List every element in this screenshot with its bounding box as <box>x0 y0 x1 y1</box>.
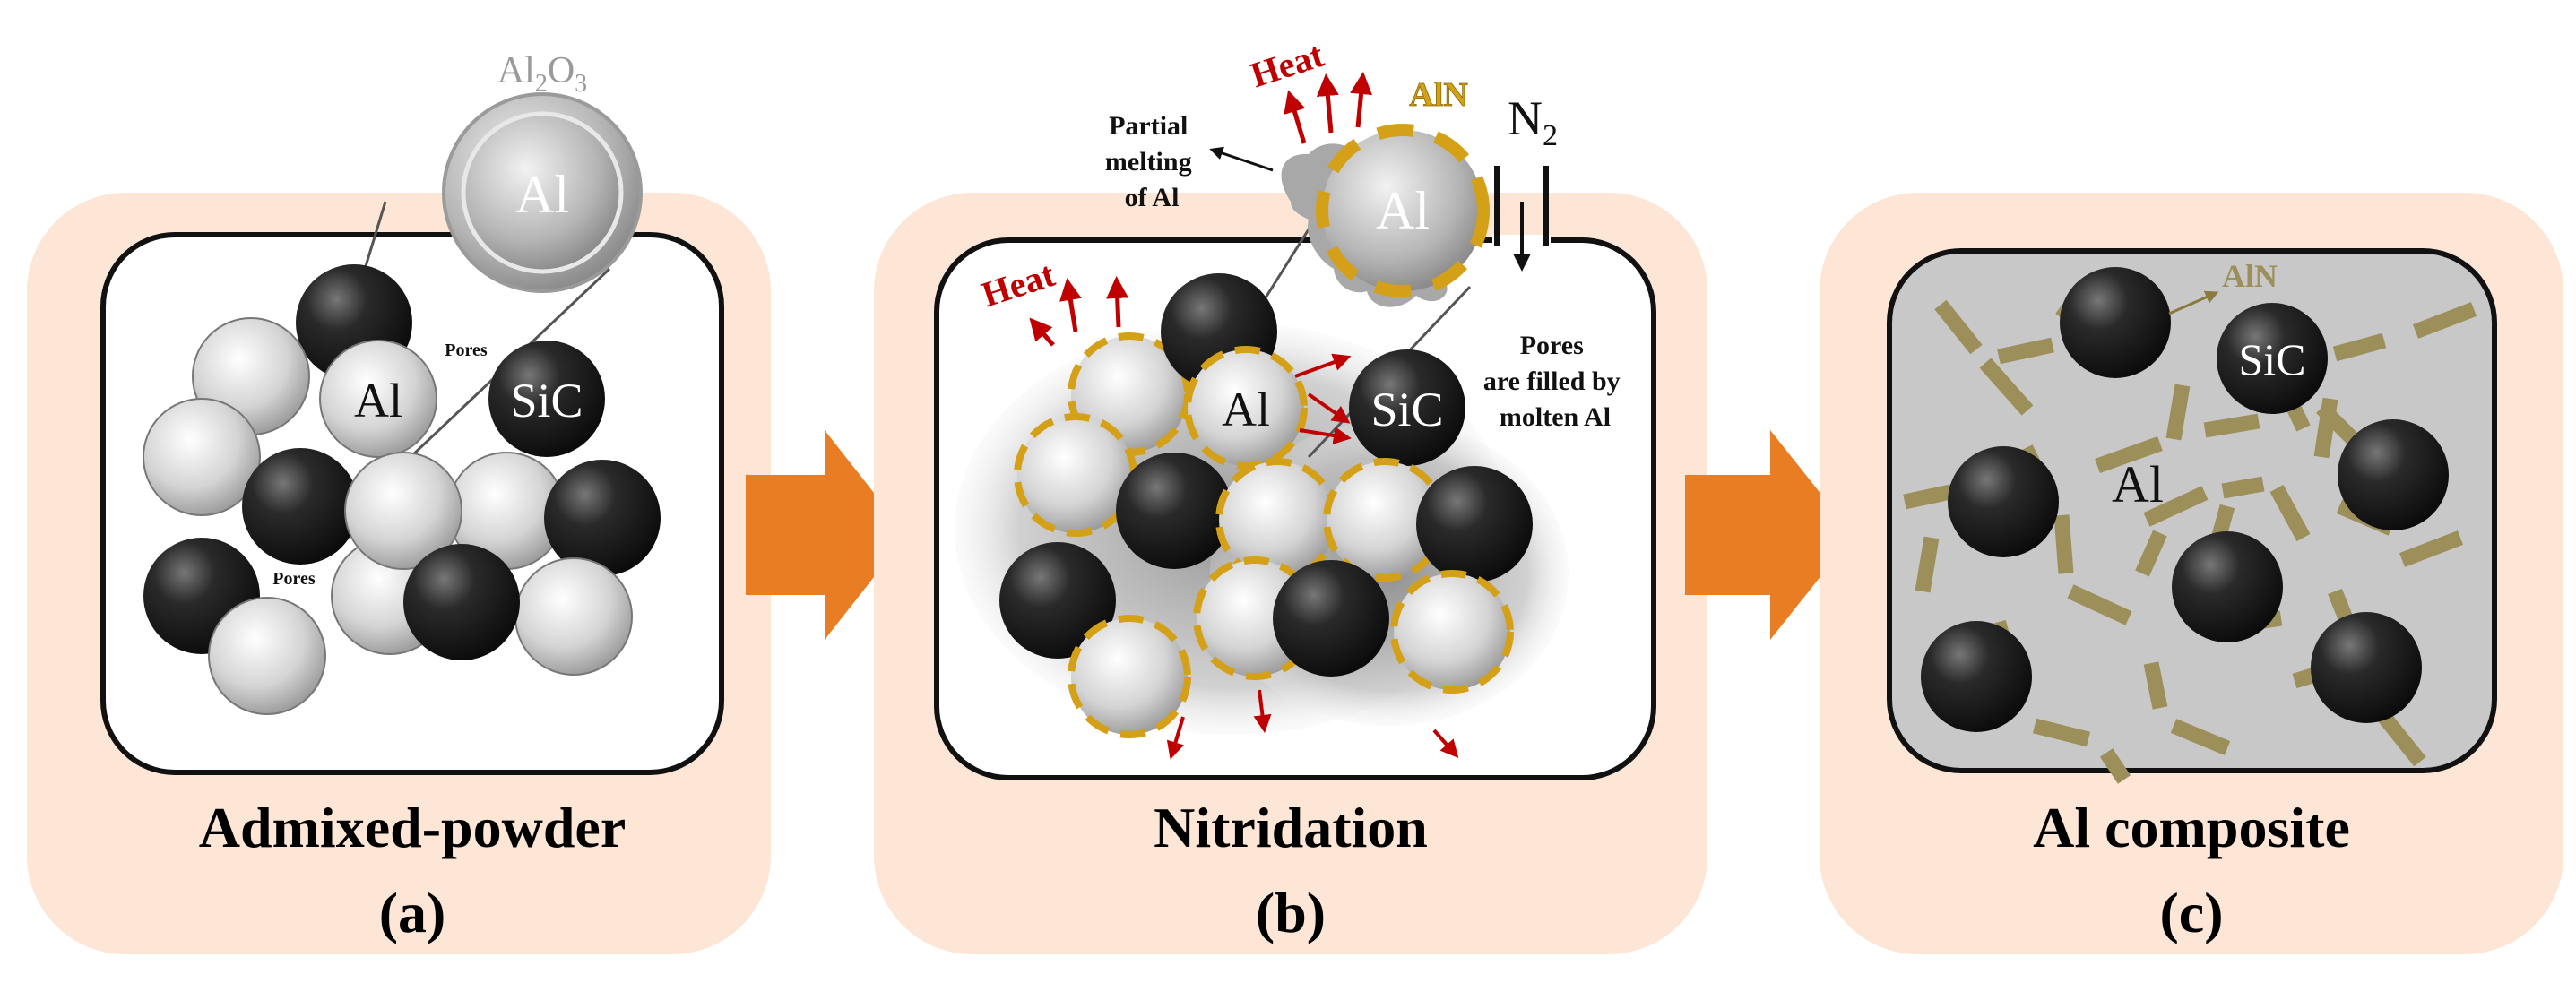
panel-title: Admixed-powder <box>199 796 626 859</box>
heat-arrow <box>1307 392 1351 424</box>
inset-al-particle-nitrided <box>1316 124 1490 297</box>
heat-arrow <box>1106 276 1129 328</box>
heat-arrow <box>1284 90 1307 144</box>
pores-label: Pores <box>272 569 316 589</box>
partial-melting-label: Partial melting of Al <box>1105 111 1198 212</box>
heat-arrow <box>1432 729 1459 759</box>
heat-arrow <box>1350 72 1373 128</box>
sic-particle <box>999 542 1116 659</box>
al-matrix-label: Al <box>2112 455 2164 513</box>
aln-label: AlN <box>2222 258 2278 294</box>
panel-letter: (b) <box>1256 881 1326 944</box>
al-particle <box>143 398 261 516</box>
inset-al-label: Al <box>515 165 569 224</box>
sic-label: SiC <box>510 374 583 427</box>
panel-admixed-powder: Al Al2O3 Al SiC Pores Pores Admixed-powd… <box>27 50 771 954</box>
sic-particle-labeled <box>2217 303 2328 414</box>
panel-nitridation: N2 Al SiC Al AlN Partial melting <box>874 34 1707 954</box>
inset-al-particle <box>461 111 624 274</box>
sic-particle <box>544 460 661 576</box>
al-particle <box>208 597 326 715</box>
al-particle-labeled <box>319 340 437 458</box>
sic-particle <box>403 544 520 660</box>
inset-al-label: Al <box>1376 181 1430 240</box>
panel-letter: (c) <box>2159 881 2223 944</box>
al-particle-nitrided <box>1068 615 1191 738</box>
heat-label: Heat <box>1246 34 1329 95</box>
heat-arrow <box>1029 317 1055 347</box>
pores-label: Pores <box>445 341 488 360</box>
sic-particle-labeled <box>1349 349 1465 466</box>
al-particle-nitrided <box>1390 570 1514 694</box>
n2-label: N2 <box>1508 91 1558 152</box>
sic-label: SiC <box>2238 334 2305 384</box>
pores-filled-label: Pores are filled by molten Al <box>1483 331 1627 432</box>
panel-al-composite: SiC AlN Al Al composite (c) <box>1820 193 2563 954</box>
sic-particle <box>242 448 359 565</box>
al2o3-label: Al2O3 <box>497 50 587 98</box>
sic-particle <box>1416 466 1533 582</box>
sic-label: SiC <box>1370 383 1443 436</box>
sic-particle-labeled <box>488 341 605 457</box>
aln-pointer <box>2168 290 2219 315</box>
sic-particle <box>1116 453 1232 569</box>
partial-melting-pointer <box>1209 146 1274 172</box>
heat-arrow <box>1316 73 1339 134</box>
heat-arrow <box>1253 689 1272 733</box>
panel-title: Nitridation <box>1154 796 1428 859</box>
al-particle <box>514 557 633 676</box>
aln-label: AlN <box>1409 76 1467 114</box>
sic-particle <box>1273 560 1389 677</box>
sic-particle <box>1948 446 2059 557</box>
heat-arrow <box>1059 278 1082 332</box>
heat-arrow <box>1299 427 1352 444</box>
panel-letter: (a) <box>379 881 446 944</box>
al-label: Al <box>1222 383 1270 436</box>
al-label: Al <box>354 374 402 427</box>
process-arrow <box>746 430 907 640</box>
sic-particle <box>2311 612 2422 723</box>
al-particle <box>344 452 462 570</box>
sic-particle <box>2338 419 2449 530</box>
sic-particle <box>2060 267 2171 378</box>
al-particle-nitrided <box>1215 458 1339 582</box>
panel-title: Al composite <box>2033 796 2350 859</box>
process-arrow <box>1685 430 1854 640</box>
heat-arrow <box>1166 716 1185 760</box>
sic-particle <box>2172 531 2283 642</box>
sic-particle <box>1921 621 2032 732</box>
al-particle-nitrided-labeled <box>1184 346 1308 470</box>
heat-arrow <box>1294 353 1352 378</box>
